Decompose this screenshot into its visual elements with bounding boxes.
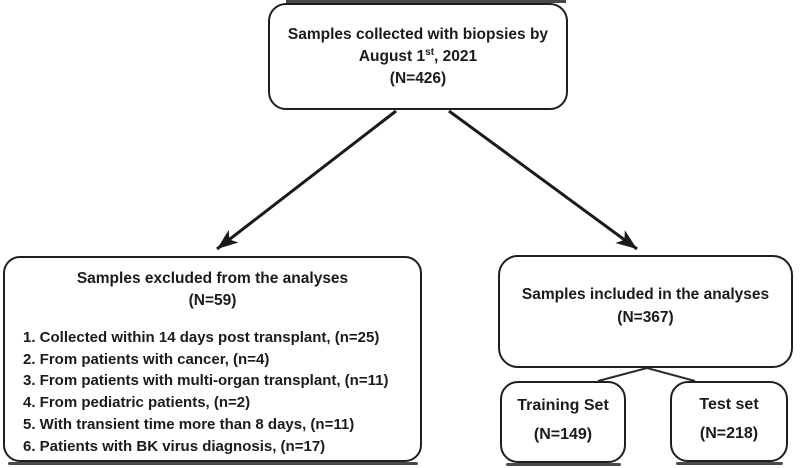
exclusion-item: 5. With transient time more than 8 days,…: [23, 415, 355, 433]
included-samples-box: Samples included in the analyses (N=367): [498, 255, 793, 368]
included-count: (N=367): [617, 308, 674, 326]
test-set-box: Test set (N=218): [670, 381, 788, 462]
cropped-edge-bottom-left: [8, 462, 418, 465]
excluded-title-block: Samples excluded from the analyses (N=59…: [13, 268, 412, 312]
date-ordinal-superscript: st: [425, 46, 435, 58]
split-connector: [597, 366, 696, 382]
cropped-edge-bottom-training: [506, 463, 621, 466]
cropped-edge-bottom-test: [676, 462, 783, 465]
arrow-to-excluded-box: [216, 109, 397, 251]
test-set-title: Test set: [699, 396, 759, 413]
exclusion-item: 2. From patients with cancer, (n=4): [23, 350, 270, 368]
total-samples-count: (N=426): [389, 69, 447, 87]
total-samples-date: August 1st, 2021: [358, 46, 478, 65]
exclusion-item: 4. From pediatric patients, (n=2): [23, 394, 251, 412]
exclusion-list: 1. Collected within 14 days post transpl…: [13, 327, 412, 457]
cropped-edge-top: [286, 0, 566, 3]
excluded-count: (N=59): [188, 292, 237, 309]
exclusion-item: 1. Collected within 14 days post transpl…: [23, 329, 380, 346]
arrow-to-included-box: [448, 109, 638, 251]
test-set-count: (N=218): [699, 425, 759, 442]
included-title: Samples included in the analyses: [521, 286, 770, 303]
exclusion-item: 3. From patients with multi-organ transp…: [23, 372, 389, 390]
training-set-box: Training Set (N=149): [500, 381, 626, 463]
training-set-count: (N=149): [533, 425, 593, 443]
training-set-title: Training Set: [517, 396, 609, 414]
total-samples-box: Samples collected with biopsies by Augus…: [268, 3, 568, 110]
exclusion-item: 6. Patients with BK virus diagnosis, (n=…: [23, 437, 326, 455]
total-samples-line1: Samples collected with biopsies by: [287, 25, 549, 43]
excluded-samples-box: Samples excluded from the analyses (N=59…: [3, 256, 422, 462]
excluded-title: Samples excluded from the analyses: [76, 270, 349, 287]
